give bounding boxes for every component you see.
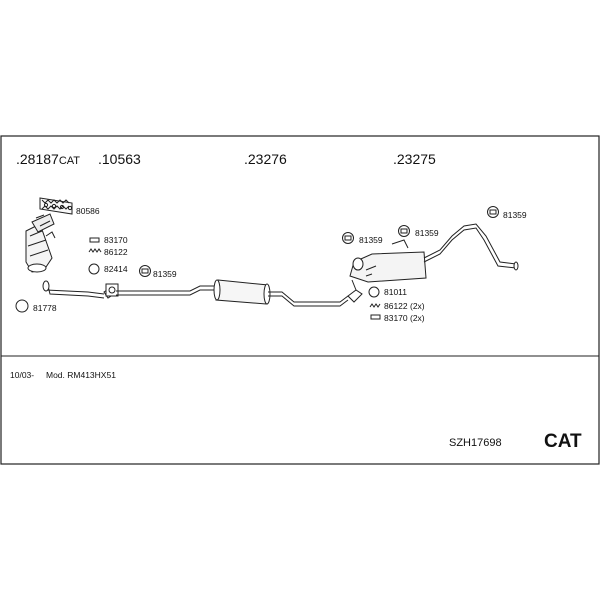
header-rear-silencer: .23275 (393, 151, 436, 167)
header-catalyst: .28187CAT (16, 152, 80, 167)
part-label-81359: 81359 (503, 210, 527, 220)
ring-81778-icon (15, 299, 29, 313)
hanger-81359-icon (139, 265, 151, 277)
hanger-81359-icon (487, 206, 499, 218)
fitment-date: 10/03- (10, 370, 35, 380)
vehicle-model: Mod. RM413HX51 (46, 370, 116, 380)
part-label-86122-2x: 86122 (2x) (384, 301, 425, 311)
part-label-83170-2x: 83170 (2x) (384, 313, 425, 323)
header-catalyst-suffix: CAT (58, 155, 81, 167)
middle-pipe-23276 (116, 279, 349, 307)
diagram-frame (0, 135, 600, 465)
cat-badge: CAT (544, 431, 582, 452)
kit-code: SZH17698 (449, 437, 502, 449)
part-label-81359: 81359 (153, 269, 177, 279)
part-label-82414: 82414 (104, 264, 128, 274)
header-catalyst-code: .28187 (16, 151, 59, 167)
part-label-83170: 83170 (104, 235, 128, 245)
part-label-81359: 81359 (415, 228, 439, 238)
part-label-80586: 80586 (76, 206, 100, 216)
header-front-pipe: .10563 (98, 151, 141, 167)
part-label-81359: 81359 (359, 235, 383, 245)
header-middle-pipe: .23276 (244, 151, 287, 167)
rear-silencer-23275 (347, 223, 519, 303)
hanger-81359-icon (342, 232, 354, 244)
hanger-81359-icon (398, 225, 410, 237)
spring-86122-icon (369, 303, 381, 308)
flange-ring (105, 283, 119, 297)
part-label-81011: 81011 (384, 287, 408, 297)
part-label-81778: 81778 (33, 303, 57, 313)
bolt-83170-icon (89, 237, 100, 243)
bolt-83170-icon (370, 314, 381, 320)
part-label-86122: 86122 (104, 247, 128, 257)
front-pipe-10563 (42, 280, 115, 299)
gasket-80586 (39, 197, 73, 215)
ring-82414-icon (88, 263, 100, 275)
spring-86122-icon (88, 248, 102, 253)
catalytic-converter (25, 213, 56, 273)
ring-81011-icon (368, 286, 380, 298)
